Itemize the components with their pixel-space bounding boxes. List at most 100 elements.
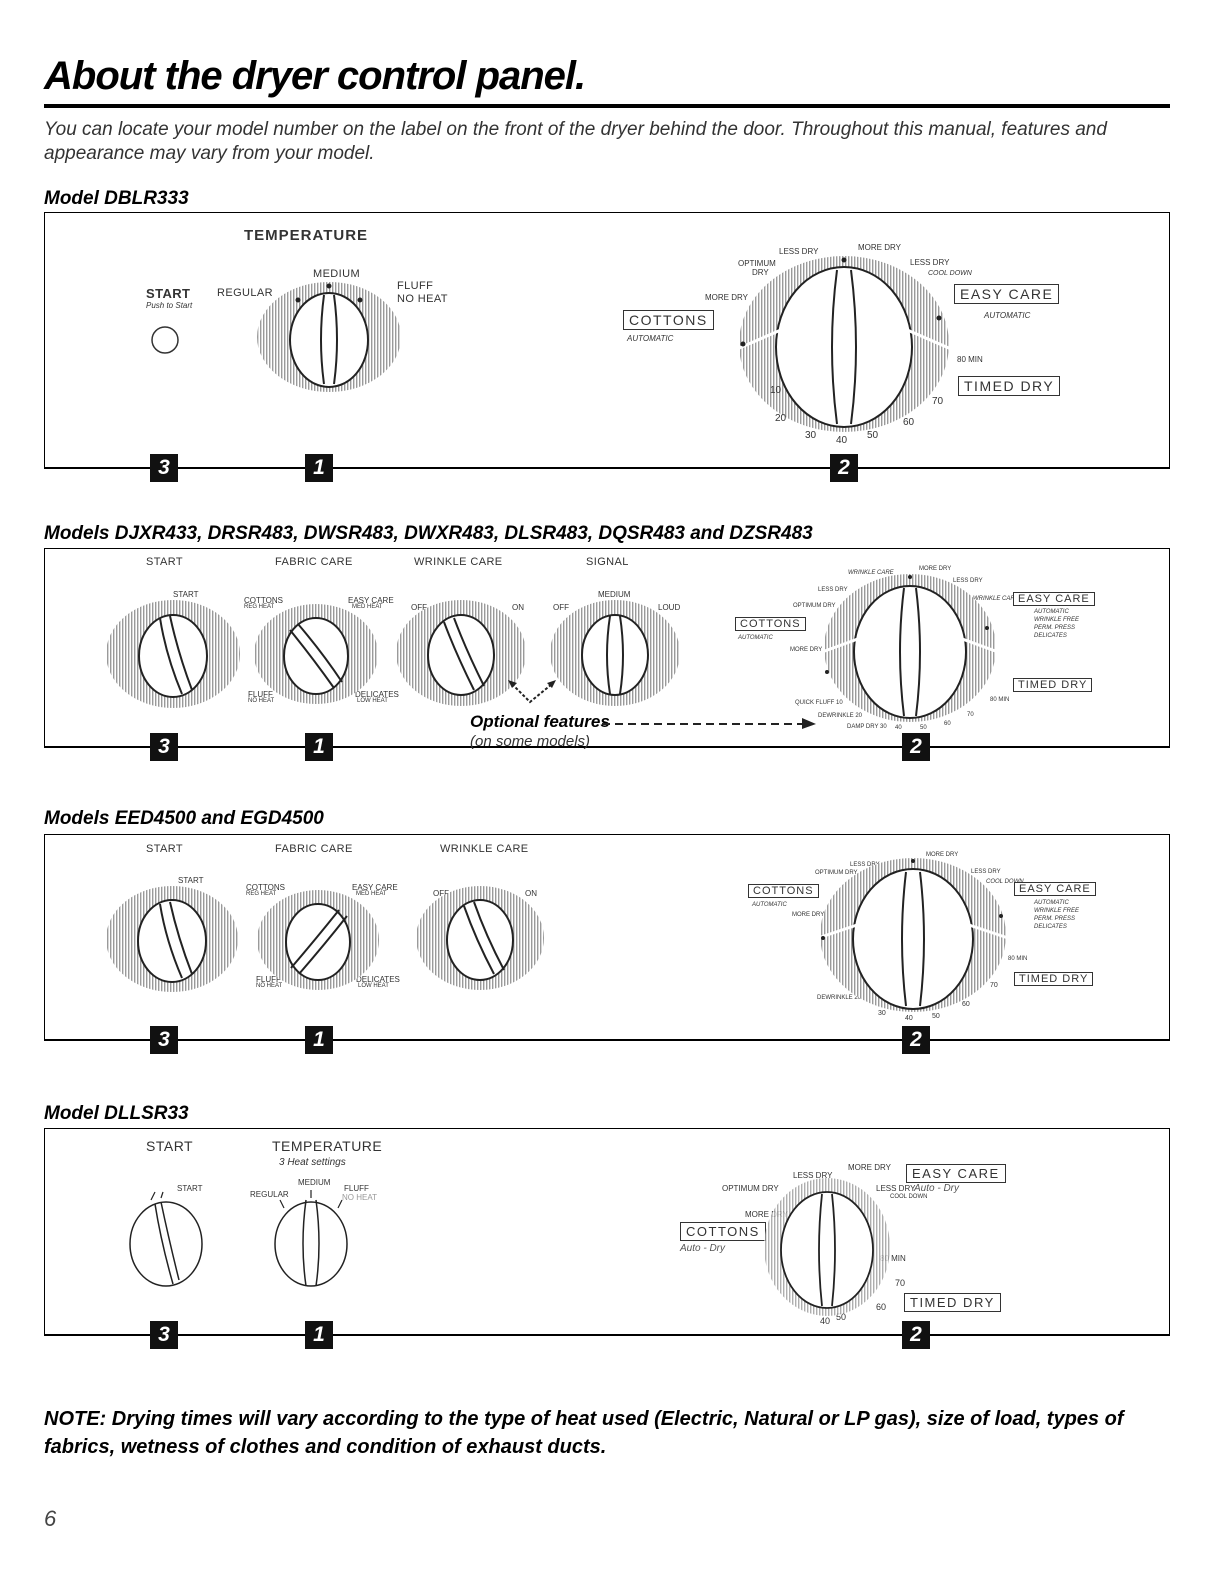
cycle-selector-knob[interactable] xyxy=(817,856,1009,1014)
no-heat-label: NO HEAT xyxy=(248,698,275,704)
medium-label: MEDIUM xyxy=(598,590,631,599)
wrinkle-care-knob[interactable] xyxy=(394,598,528,708)
cool-down-label: COOL DOWN xyxy=(986,879,1024,885)
signal-knob[interactable] xyxy=(548,598,682,708)
start-knob[interactable] xyxy=(104,598,242,710)
timer-tick-70: 70 xyxy=(932,396,944,407)
optimum-dry-label: OPTIMUM DRY xyxy=(793,603,836,609)
wrinkle-free-label: WRINKLE FREE xyxy=(1034,617,1080,623)
start-button[interactable] xyxy=(151,326,179,354)
less-dry-label: LESS DRY xyxy=(850,862,880,868)
callout-badge-1: 1 xyxy=(305,1321,333,1349)
cottons-label: COTTONS xyxy=(680,1222,766,1241)
automatic-label: AUTOMATIC xyxy=(738,635,773,641)
no-heat-label: NO HEAT xyxy=(342,1193,377,1202)
dewrinkle-label: DEWRINKLE 20 xyxy=(817,995,862,1001)
temperature-knob[interactable] xyxy=(270,1188,352,1288)
more-dry-label: MORE DRY xyxy=(919,566,952,572)
timer-tick-30: 30 xyxy=(805,430,817,441)
no-heat-label: NO HEAT xyxy=(256,983,283,989)
wrinkle-care-label: WRINKLE CARE xyxy=(973,596,1019,602)
start-header-label: START xyxy=(146,556,184,568)
less-dry-label: LESS DRY xyxy=(818,587,848,593)
control-panel-dblr333 xyxy=(44,212,1170,469)
no-heat-label: NO HEAT xyxy=(397,293,448,305)
delicates-label: DELICATES xyxy=(356,975,400,984)
optional-features-label: Optional features xyxy=(470,712,610,731)
80-min-label: 80 MIN xyxy=(990,697,1010,703)
timer-tick-60: 60 xyxy=(944,721,951,727)
temperature-knob[interactable] xyxy=(254,280,404,394)
easy-care-label: EASY CARE xyxy=(348,596,394,605)
timer-tick-70: 70 xyxy=(990,982,998,989)
title-rule xyxy=(44,104,1170,108)
delicates-label: DELICATES xyxy=(1034,924,1067,930)
cycle-selector-knob[interactable] xyxy=(762,1176,892,1318)
low-heat-label: LOW HEAT xyxy=(358,983,389,989)
loud-label: LOUD xyxy=(658,603,681,612)
start-header-label: START xyxy=(146,1138,194,1154)
timer-tick-40: 40 xyxy=(905,1015,913,1022)
more-dry-label: MORE DRY xyxy=(848,1163,891,1172)
timer-tick-20: 20 xyxy=(775,413,787,424)
timer-tick-60: 60 xyxy=(876,1302,887,1312)
panel-baseline xyxy=(44,467,1170,469)
timer-tick-60: 60 xyxy=(903,417,915,428)
fabric-care-knob[interactable] xyxy=(255,888,381,992)
cycle-selector-knob[interactable] xyxy=(736,254,952,434)
wrinkle-care-knob[interactable] xyxy=(414,884,546,992)
start-label: START xyxy=(178,876,204,885)
timer-tick-40: 40 xyxy=(895,725,902,731)
start-label: START xyxy=(177,1184,203,1193)
auto-dry-label: Auto - Dry xyxy=(914,1183,960,1194)
drying-times-note: NOTE: Drying times will vary according t… xyxy=(44,1408,1124,1458)
timer-tick-40: 40 xyxy=(836,435,848,446)
panel-baseline xyxy=(44,746,1170,748)
automatic-label: AUTOMATIC xyxy=(1034,609,1069,615)
reg-heat-label: REG HEAT xyxy=(246,891,277,897)
model-heading-djxr433: Models DJXR433, DRSR483, DWSR483, DWXR48… xyxy=(44,523,813,544)
less-dry-label: LESS DRY xyxy=(876,1184,916,1193)
on-label: ON xyxy=(525,889,537,898)
timed-dry-label: TIMED DRY xyxy=(904,1293,1001,1312)
medium-label: MEDIUM xyxy=(313,268,361,280)
cottons-label: COTTONS xyxy=(244,596,283,605)
80-min-label: 80 MIN xyxy=(957,355,983,364)
callout-badge-2: 2 xyxy=(902,1321,930,1349)
model-heading-dllsr33: Model DLLSR33 xyxy=(44,1103,189,1124)
more-dry-label: MORE DRY xyxy=(792,912,825,918)
fluff-label: FLUFF xyxy=(256,975,281,984)
intro-text: You can locate your model number on the … xyxy=(44,119,1107,164)
auto-dry-label: Auto - Dry xyxy=(680,1243,726,1254)
cottons-label: COTTONS xyxy=(623,310,714,330)
80-min-label: 80 MIN xyxy=(1008,956,1028,962)
timed-dry-label: TIMED DRY xyxy=(1014,972,1094,986)
fabric-care-knob[interactable] xyxy=(252,602,380,706)
80-min-label: 80 MIN xyxy=(880,1254,906,1263)
easy-care-label: EASY CARE xyxy=(906,1164,1006,1183)
med-heat-label: MED HEAT xyxy=(352,604,383,610)
cottons-label: COTTONS xyxy=(246,883,285,892)
more-dry-label: MORE DRY xyxy=(745,1210,788,1219)
callout-badge-2: 2 xyxy=(902,733,930,761)
off-label: OFF xyxy=(553,603,569,612)
regular-label: REGULAR xyxy=(250,1190,289,1199)
delicates-label: DELICATES xyxy=(355,690,399,699)
automatic-label: AUTOMATIC xyxy=(984,311,1031,320)
callout-badge-2: 2 xyxy=(902,1026,930,1054)
start-header-label: START xyxy=(146,843,184,855)
start-knob[interactable] xyxy=(104,884,240,994)
callout-badge-3: 3 xyxy=(150,733,178,761)
regular-label: REGULAR xyxy=(217,287,273,299)
fabric-care-header-label: FABRIC CARE xyxy=(275,556,353,568)
cool-down-label: COOL DOWN xyxy=(928,270,972,277)
optional-features-subtitle: (on some models) xyxy=(470,733,591,750)
cycle-selector-knob[interactable] xyxy=(821,572,999,724)
more-dry-label: MORE DRY xyxy=(926,852,959,858)
timer-tick-50: 50 xyxy=(920,725,927,731)
cottons-label: COTTONS xyxy=(748,884,819,898)
off-label: OFF xyxy=(433,889,449,898)
start-knob[interactable] xyxy=(127,1191,205,1288)
fluff-label: FLUFF xyxy=(397,280,434,292)
low-heat-label: LOW HEAT xyxy=(357,698,388,704)
